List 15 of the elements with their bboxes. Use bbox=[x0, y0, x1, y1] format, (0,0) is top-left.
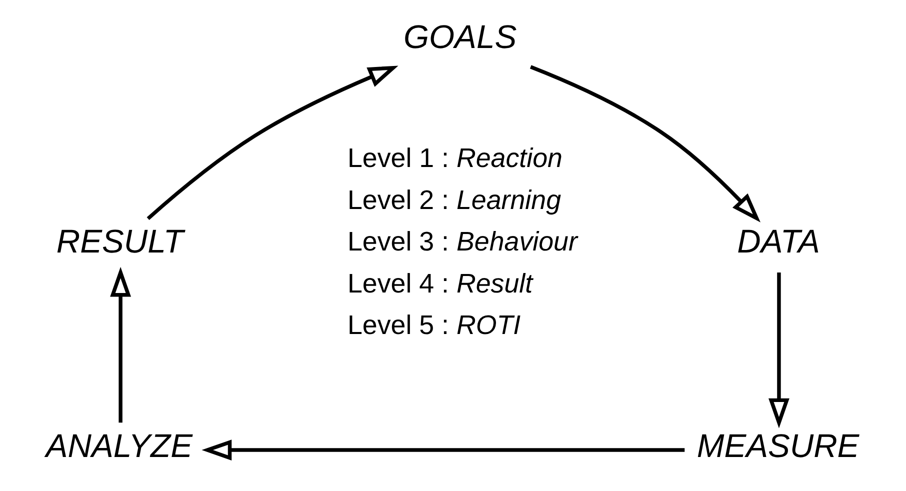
node-text: DATA bbox=[736, 222, 820, 260]
label: Level 1 : Reaction bbox=[347, 142, 562, 173]
label: Level 4 : Result bbox=[347, 268, 532, 298]
arrow bbox=[201, 440, 684, 460]
arrow bbox=[768, 272, 789, 428]
node-text: RESULT bbox=[56, 222, 183, 260]
node-text: GOALS bbox=[402, 18, 516, 55]
arrow bbox=[146, 66, 398, 220]
node-text: ANALYZE bbox=[45, 426, 192, 464]
arrow bbox=[110, 266, 131, 423]
label: Level 3 : Behaviour bbox=[347, 226, 577, 257]
arrow bbox=[529, 65, 760, 222]
label: Level 2 : Learning bbox=[347, 184, 561, 215]
label: Level 5 : ROTI bbox=[347, 310, 520, 340]
node-text: MEASURE bbox=[696, 426, 859, 464]
